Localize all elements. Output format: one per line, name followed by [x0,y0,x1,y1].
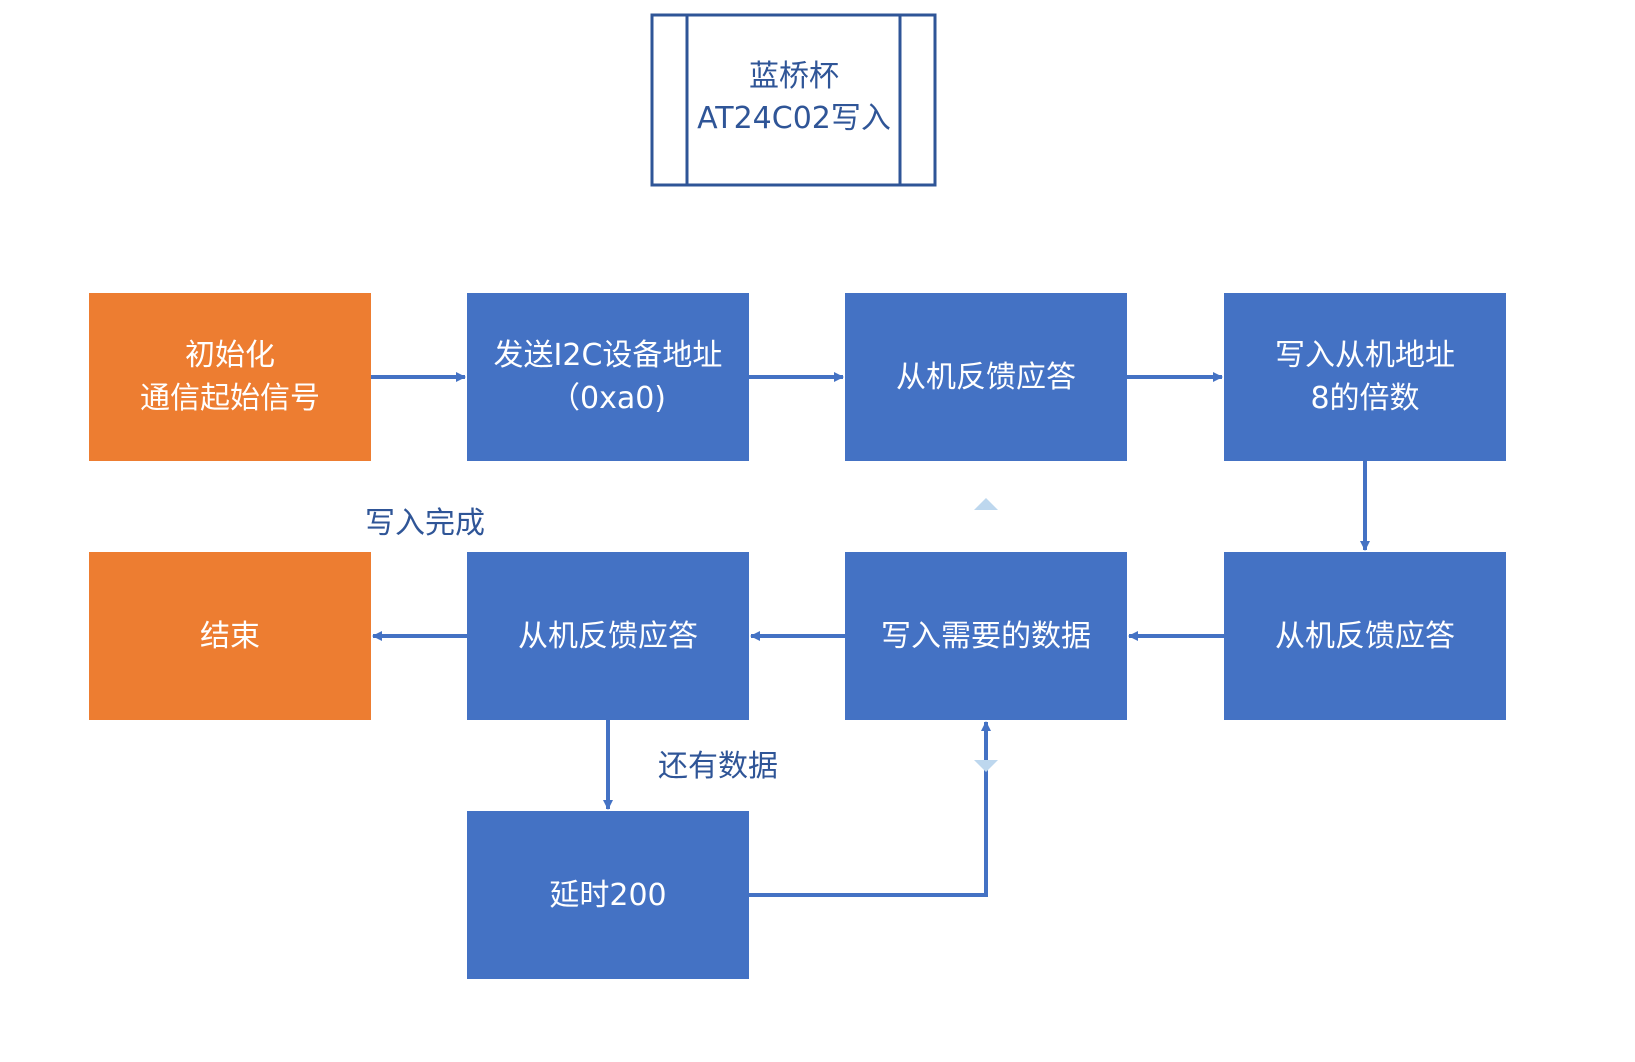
edge-delay-to-write-data [749,721,991,897]
node-send-address: 发送I2C设备地址 （0xa0) [467,293,749,461]
node-write-data: 写入需要的数据 [845,552,1127,720]
node-ack-2: 从机反馈应答 [1224,552,1506,720]
title-line-1: 蓝桥杯 [749,59,839,94]
node-write-data-label: 写入需要的数据 [881,619,1091,654]
node-end-label: 结束 [200,619,260,654]
title-line-2: AT24C02写入 [697,101,891,136]
title-box: 蓝桥杯 AT24C02写入 [650,13,937,187]
connector-hint-bottom [974,760,998,772]
node-write-address-line-2: 8的倍数 [1310,381,1419,416]
node-delay: 延时200 [467,811,749,979]
node-send-address-line-1: 发送I2C设备地址 [494,338,723,373]
edge-label-write-done: 写入完成 [365,506,485,541]
node-delay-label: 延时200 [549,878,666,913]
edge-label-more-data: 还有数据 [658,749,778,784]
node-init: 初始化 通信起始信号 [89,293,371,461]
connector-hint-top [974,498,998,510]
node-init-line-2: 通信起始信号 [140,381,320,416]
node-write-address-line-1: 写入从机地址 [1275,338,1455,373]
node-ack-1-label: 从机反馈应答 [896,360,1076,395]
node-ack-1: 从机反馈应答 [845,293,1127,461]
node-ack-3: 从机反馈应答 [467,552,749,720]
node-end: 结束 [89,552,371,720]
node-send-address-line-2: （0xa0) [550,381,666,416]
node-init-line-1: 初始化 [185,338,275,373]
node-ack-3-label: 从机反馈应答 [518,619,698,654]
node-ack-2-label: 从机反馈应答 [1275,619,1455,654]
node-write-address: 写入从机地址 8的倍数 [1224,293,1506,461]
